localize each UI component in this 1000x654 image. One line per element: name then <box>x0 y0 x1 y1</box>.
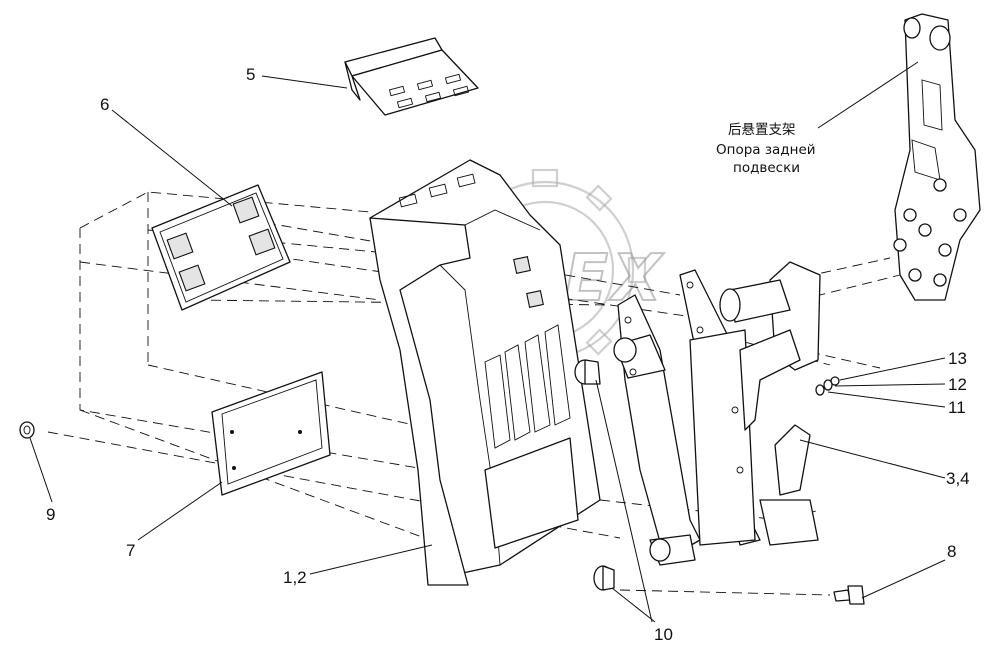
part-3-4-mount <box>719 261 821 546</box>
part-7-gasket <box>211 371 331 496</box>
note-line-russian-2: подвески <box>733 160 800 176</box>
part-6-plate <box>151 184 291 311</box>
part-10-plug-upper <box>574 359 601 385</box>
callout-6: 6 <box>100 95 109 114</box>
part-11-12-13-fasteners <box>815 376 840 396</box>
note-line-chinese: 后悬置支架 <box>728 122 796 138</box>
callout-13: 13 <box>948 349 967 368</box>
callout-7: 7 <box>126 541 135 560</box>
callout-labels: 5 6 9 7 1,2 10 13 12 11 3,4 8 <box>46 65 970 644</box>
part-1-2-fender <box>369 159 601 586</box>
callout-5: 5 <box>246 65 255 84</box>
callout-11: 11 <box>948 398 966 417</box>
part-5-bracket <box>344 37 479 116</box>
part-8-bolt <box>833 585 865 605</box>
callout-9: 9 <box>46 505 55 524</box>
callout-8: 8 <box>947 542 956 561</box>
callout-3-4: 3,4 <box>946 469 970 488</box>
rear-suspension-support <box>893 13 981 301</box>
callout-1-2: 1,2 <box>283 568 307 587</box>
mounting-bracket <box>613 269 761 566</box>
part-9-nut <box>19 421 35 439</box>
leader-lines <box>29 61 946 623</box>
part-10-plug-lower <box>593 565 615 591</box>
callout-10: 10 <box>654 625 673 644</box>
support-note: 后悬置支架 Опора задней подвески <box>716 122 816 176</box>
note-line-russian-1: Опора задней <box>716 142 816 158</box>
callout-12: 12 <box>948 375 967 394</box>
